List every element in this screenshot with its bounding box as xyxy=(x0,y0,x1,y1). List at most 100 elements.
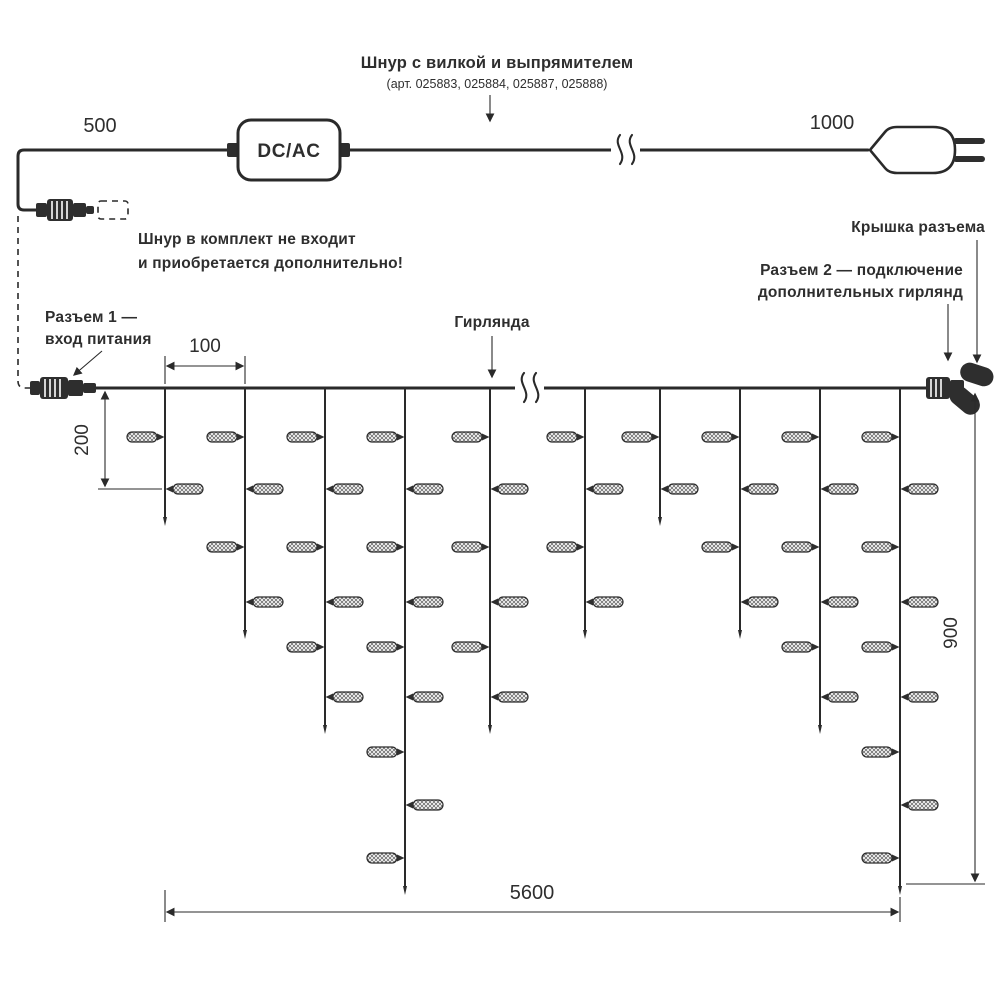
drop-tip xyxy=(488,725,492,734)
lamp-icon xyxy=(621,431,660,443)
lamp-socket xyxy=(490,693,498,701)
lamp-socket xyxy=(405,598,413,606)
lamp-icon xyxy=(206,431,245,443)
lamp-bulb xyxy=(286,431,318,443)
lamp-bulb xyxy=(592,596,624,608)
lamp-bulb xyxy=(497,691,529,703)
lamp-socket xyxy=(900,485,908,493)
mains-plug-icon xyxy=(868,125,985,175)
drop-tip xyxy=(658,517,662,526)
lamp-socket xyxy=(237,543,245,551)
lamp-bulb xyxy=(861,541,893,553)
lamp-socket xyxy=(812,643,820,651)
lamp-icon xyxy=(546,431,585,443)
lamp-socket xyxy=(812,543,820,551)
lamp-socket xyxy=(820,693,828,701)
lamp-icon xyxy=(781,641,820,653)
lamp-bulb xyxy=(592,483,624,495)
lamp-icon xyxy=(366,641,405,653)
dim-200-label: 200 xyxy=(72,424,93,456)
lamp-socket xyxy=(820,598,828,606)
lamp-icon xyxy=(490,483,529,495)
lamp-icon xyxy=(740,483,779,495)
lamp-icon xyxy=(366,431,405,443)
lamp-socket xyxy=(317,433,325,441)
lamp-icon xyxy=(286,431,325,443)
cord-end-connector-icon xyxy=(36,199,129,221)
cap-label: Крышка разъема xyxy=(851,219,985,236)
lamp-socket xyxy=(490,485,498,493)
lamp-icon xyxy=(820,596,859,608)
lamp-icon xyxy=(490,691,529,703)
lamp-socket xyxy=(317,543,325,551)
lamp-icon xyxy=(660,483,699,495)
lamp-bulb xyxy=(252,483,284,495)
lamp-socket xyxy=(892,433,900,441)
lamp-socket xyxy=(732,433,740,441)
dim-500-label: 500 xyxy=(83,115,116,137)
lamp-bulb xyxy=(497,596,529,608)
lamp-bulb xyxy=(412,799,444,811)
lamp-icon xyxy=(820,691,859,703)
lamp-bulb xyxy=(412,691,444,703)
lamp-icon xyxy=(451,431,490,443)
lamp-bulb xyxy=(747,596,779,608)
lamp-socket xyxy=(900,598,908,606)
dim-5600-label: 5600 xyxy=(510,882,555,904)
lamp-socket xyxy=(405,485,413,493)
garland-drops xyxy=(126,388,939,895)
lamp-icon xyxy=(900,596,939,608)
lamp-socket xyxy=(317,643,325,651)
lamp-socket xyxy=(237,433,245,441)
lamp-socket xyxy=(165,485,173,493)
lamp-socket xyxy=(892,854,900,862)
connector2-cap-icon xyxy=(926,362,994,415)
lamp-bulb xyxy=(827,483,859,495)
lamp-bulb xyxy=(907,483,939,495)
lamp-socket xyxy=(482,643,490,651)
lamp-bulb xyxy=(546,541,578,553)
lamp-bulb xyxy=(667,483,699,495)
drop-tip xyxy=(163,517,167,526)
lamp-socket xyxy=(482,543,490,551)
lamp-icon xyxy=(546,541,585,553)
lamp-bulb xyxy=(206,541,238,553)
dcac-label: DC/AC xyxy=(257,141,320,162)
lamp-bulb xyxy=(546,431,578,443)
lamp-socket xyxy=(325,485,333,493)
lamp-socket xyxy=(892,643,900,651)
drop-tip xyxy=(738,630,742,639)
lamp-icon xyxy=(286,541,325,553)
lamp-bulb xyxy=(126,431,158,443)
lamp-bulb xyxy=(366,852,398,864)
lamp-icon xyxy=(900,691,939,703)
cord-articles: (арт. 025883, 025884, 025887, 025888) xyxy=(387,77,608,91)
lamp-icon xyxy=(405,799,444,811)
garland-assembly xyxy=(30,362,994,415)
lamp-icon xyxy=(206,541,245,553)
lamp-icon xyxy=(325,483,364,495)
lamp-icon xyxy=(366,852,405,864)
lamp-socket xyxy=(820,485,828,493)
lamp-icon xyxy=(286,641,325,653)
lamp-socket xyxy=(325,693,333,701)
lamp-bulb xyxy=(827,691,859,703)
connector2-label-line2: дополнительных гирлянд xyxy=(758,284,963,301)
lamp-bulb xyxy=(781,641,813,653)
connector2-label-line1: Разъем 2 — подключение xyxy=(760,262,963,279)
lamp-socket xyxy=(325,598,333,606)
lamp-socket xyxy=(397,543,405,551)
lamp-icon xyxy=(861,852,900,864)
dimension-annotations: 100 200 900 5600 xyxy=(72,336,985,922)
lamp-icon xyxy=(701,541,740,553)
lamp-bulb xyxy=(206,431,238,443)
dim-100-label: 100 xyxy=(189,336,221,357)
lamp-socket xyxy=(892,748,900,756)
lamp-icon xyxy=(740,596,779,608)
lamp-icon xyxy=(585,483,624,495)
lamp-bulb xyxy=(366,541,398,553)
lamp-bulb xyxy=(332,691,364,703)
lamp-icon xyxy=(861,431,900,443)
